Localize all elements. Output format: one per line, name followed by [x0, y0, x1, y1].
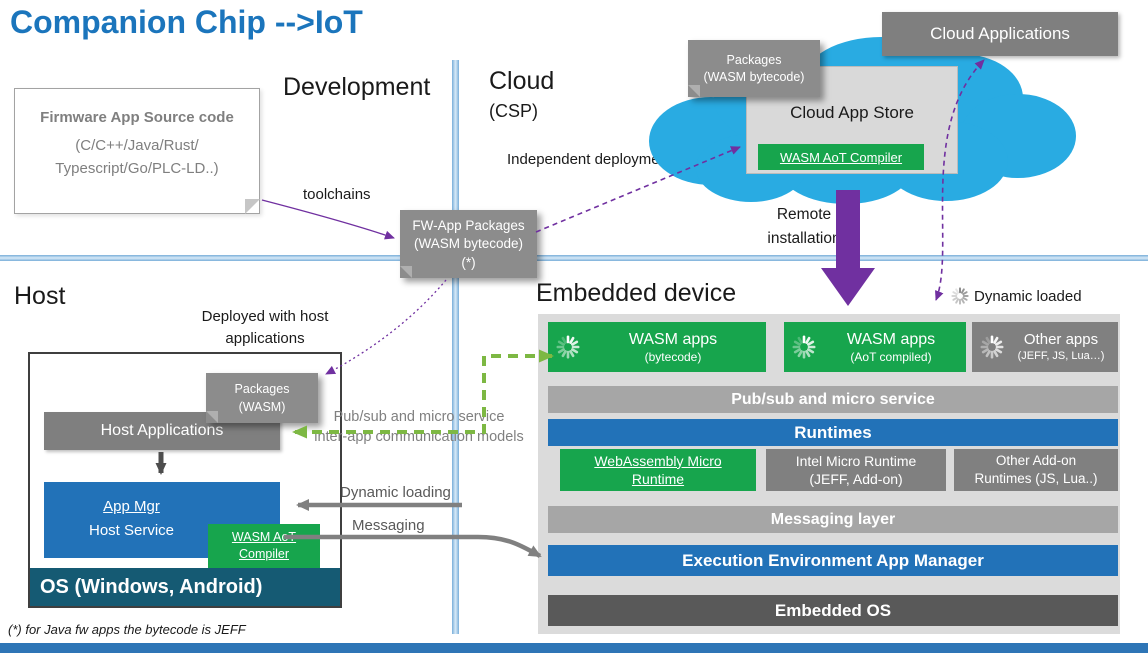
section-label-cloud: Cloud	[489, 67, 555, 95]
runtime-line1: WebAssembly Micro	[594, 452, 722, 469]
dynamic-loaded-label-group: Dynamic loaded	[951, 287, 1082, 305]
pubsub-note-line2: inter-app communication models	[314, 429, 524, 446]
bottom-accent-bar	[0, 643, 1148, 653]
app-mgr-line2: Host Service	[88, 522, 175, 539]
dynamic-loading-label: Dynamic loading	[340, 484, 451, 501]
spinner-icon	[792, 335, 816, 359]
divider-vertical	[452, 60, 459, 634]
dynamic-loaded-label: Dynamic loaded	[974, 287, 1082, 305]
messaging-layer-bar: Messaging layer	[548, 506, 1118, 533]
firmware-source-title: Firmware App Source code	[40, 109, 234, 126]
other-apps-text: Other apps (JEFF, JS, Lua…)	[1004, 331, 1118, 364]
fw-app-packages-tag: FW-App Packages (WASM bytecode) (*)	[400, 210, 537, 278]
page-title: Companion Chip -->IoT	[10, 4, 363, 40]
app-subtitle: (JEFF, JS, Lua…)	[1017, 349, 1105, 362]
fw-app-packages-line2: (WASM bytecode)	[413, 236, 524, 252]
app-mgr-text: App Mgr Host Service	[44, 495, 219, 543]
cloud-applications-label: Cloud Applications	[930, 24, 1070, 43]
section-label-host: Host	[14, 282, 66, 310]
wasm-apps-bytecode-box: WASM apps (bytecode)	[548, 322, 766, 372]
webassembly-micro-runtime-box: WebAssembly Micro Runtime	[560, 449, 756, 491]
divider-horizontal	[0, 255, 1148, 261]
firmware-source-langs-2: Typescript/Go/PLC-LD..)	[55, 160, 219, 178]
host-compiler-line2: Compiler	[238, 547, 289, 561]
firmware-source-box: Firmware App Source code (C/C++/Java/Rus…	[14, 88, 260, 214]
app-subtitle: (bytecode)	[644, 349, 702, 364]
pubsub-communication-note: Pub/sub and micro service inter-app comm…	[296, 407, 542, 448]
app-title: Other apps	[1023, 330, 1099, 348]
section-label-embedded-device: Embedded device	[536, 279, 737, 307]
host-compiler-line1: WASM AoT	[231, 530, 297, 545]
pubsub-service-bar: Pub/sub and micro service	[548, 386, 1118, 413]
runtime-line2: (JEFF, Add-on)	[809, 471, 903, 487]
cloud-app-store-title: Cloud App Store	[790, 103, 914, 122]
tag-fold-icon	[206, 411, 218, 423]
execution-environment-bar: Execution Environment App Manager	[548, 545, 1118, 576]
wasm-apps-aot-box: WASM apps (AoT compiled)	[784, 322, 966, 372]
toolchains-arrow	[261, 199, 395, 240]
runtime-line1: Intel Micro Runtime	[795, 452, 917, 469]
host-applications-label: Host Applications	[100, 422, 224, 439]
fw-app-packages-line1: FW-App Packages	[412, 217, 525, 233]
cloud-wasm-aot-compiler-label: WASM AoT Compiler	[779, 149, 903, 165]
host-packages-line2: (WASM)	[238, 399, 286, 414]
fw-app-packages-line3: (*)	[461, 254, 476, 270]
section-label-csp: (CSP)	[489, 101, 538, 121]
runtime-line1: Other Add-on	[995, 453, 1077, 469]
cloud-packages-tag: Packages (WASM bytecode)	[688, 40, 820, 97]
spinner-icon	[951, 287, 969, 305]
embedded-device-panel: WASM apps (bytecode) WASM apps (AoT comp…	[538, 314, 1120, 634]
spinner-icon	[980, 335, 1004, 359]
section-label-development: Development	[283, 73, 431, 101]
host-wasm-aot-compiler-box: WASM AoT Compiler	[208, 524, 320, 568]
cloud-wasm-aot-compiler-box: WASM AoT Compiler	[758, 144, 924, 170]
other-addon-runtimes-box: Other Add-on Runtimes (JS, Lua..)	[954, 449, 1118, 491]
tag-fold-icon	[400, 266, 412, 278]
app-title: WASM apps	[846, 330, 936, 348]
wasm-apps-aot-text: WASM apps (AoT compiled)	[816, 330, 966, 365]
spinner-icon	[556, 335, 580, 359]
app-subtitle: (AoT compiled)	[850, 349, 932, 364]
runtime-line2: Runtime	[631, 471, 685, 487]
app-title: WASM apps	[628, 330, 718, 348]
intel-micro-runtime-box: Intel Micro Runtime (JEFF, Add-on)	[766, 449, 946, 491]
deployed-with-host-label: Deployed with host applications	[172, 306, 358, 350]
host-packages-line1: Packages	[234, 382, 290, 397]
messaging-label: Messaging	[352, 517, 425, 534]
cloud-packages-line2: (WASM bytecode)	[703, 70, 805, 84]
wasm-apps-bytecode-text: WASM apps (bytecode)	[580, 330, 766, 365]
embedded-os-bar: Embedded OS	[548, 595, 1118, 626]
page-fold-icon	[245, 199, 260, 214]
remote-installation-line1: Remote	[776, 206, 832, 223]
host-os-bar: OS (Windows, Android)	[30, 568, 340, 606]
firmware-source-langs-1: (C/C++/Java/Rust/	[75, 137, 199, 154]
footnote: (*) for Java fw apps the bytecode is JEF…	[8, 622, 246, 637]
runtimes-bar: Runtimes	[548, 419, 1118, 446]
runtime-line2: Runtimes (JS, Lua..)	[974, 471, 1098, 486]
other-apps-box: Other apps (JEFF, JS, Lua…)	[972, 322, 1118, 372]
deployed-line1: Deployed with host	[201, 308, 329, 325]
cloud-packages-line1: Packages	[726, 52, 782, 67]
app-mgr-line1: App Mgr	[103, 498, 160, 515]
remote-installation-line2: installation	[767, 230, 841, 248]
toolchains-label: toolchains	[303, 186, 371, 203]
deployed-line2: applications	[225, 329, 305, 347]
pubsub-note-line1: Pub/sub and micro service	[333, 409, 505, 425]
tag-fold-icon	[688, 85, 700, 97]
cloud-applications-box: Cloud Applications	[882, 12, 1118, 56]
